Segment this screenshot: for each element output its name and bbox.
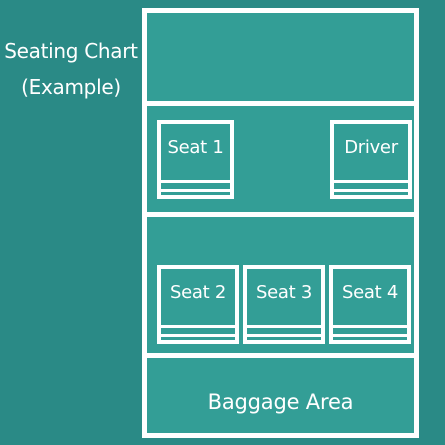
driver-seat-label: Driver: [344, 136, 398, 158]
baggage-area-label: Baggage Area: [207, 390, 354, 414]
chart-title: Seating Chart (Example): [0, 33, 142, 105]
seat-4-label: Seat 4: [342, 281, 398, 303]
seat-4-backrest: [333, 325, 407, 337]
chart-title-line-1: Seating Chart: [4, 39, 138, 63]
divider-middle: [147, 212, 414, 217]
seat-3-label: Seat 3: [256, 281, 312, 303]
chart-title-line-2: (Example): [21, 75, 121, 99]
seat-1-label: Seat 1: [167, 136, 224, 158]
divider-front: [147, 101, 414, 106]
seat-4[interactable]: Seat 4: [329, 265, 411, 344]
seat-1-backrest: [161, 180, 230, 192]
seat-1[interactable]: Seat 1: [157, 120, 234, 199]
seat-2[interactable]: Seat 2: [157, 265, 239, 344]
driver-seat-backrest: [334, 180, 408, 192]
vehicle-outline: Seat 1 Driver Seat 2 Seat 3 Seat 4 Bagga…: [142, 8, 419, 438]
seat-3[interactable]: Seat 3: [243, 265, 325, 344]
seat-3-backrest: [247, 325, 321, 337]
seat-2-backrest: [161, 325, 235, 337]
seat-2-label: Seat 2: [170, 281, 226, 303]
divider-rear: [147, 353, 414, 358]
driver-seat[interactable]: Driver: [330, 120, 412, 199]
